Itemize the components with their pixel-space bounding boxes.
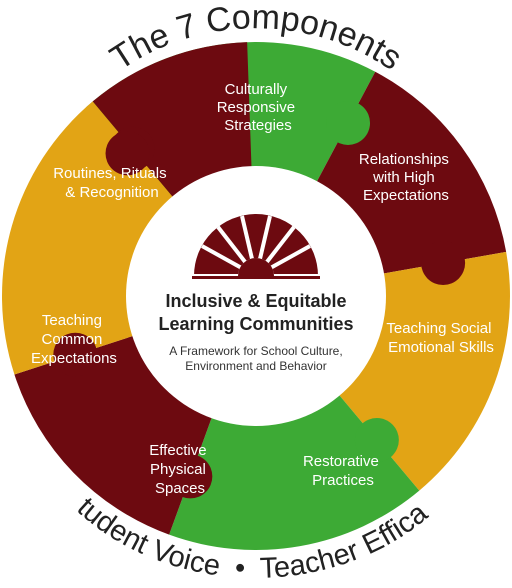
hub-subtitle-line2: Environment and Behavior — [185, 359, 326, 373]
hub-title-line2: Learning Communities — [158, 314, 353, 334]
label-teaching-social-emotional: Teaching Social Emotional Skills — [386, 320, 495, 356]
sunburst-logo-icon — [192, 214, 320, 294]
hub-subtitle-line1: A Framework for School Culture, — [169, 344, 342, 358]
puzzle-knob — [53, 332, 98, 377]
label-routines-rituals: Routines, Rituals & Recognition — [53, 165, 171, 201]
puzzle-knobs — [53, 100, 466, 499]
puzzle-knob — [354, 418, 399, 463]
segment-routines-rituals — [92, 42, 252, 198]
hub-circle — [126, 166, 386, 426]
puzzle-knob — [168, 454, 213, 499]
label-restorative-practices: Restorative Practices — [303, 453, 383, 489]
hub-title-line1: Inclusive & Equitable — [165, 291, 346, 311]
label-relationships: Relationships with High Expectations — [359, 151, 453, 204]
footer-separator: • — [234, 552, 246, 585]
label-culturally-responsive: Culturally Responsive Strategies — [217, 81, 300, 134]
puzzle-knob — [105, 131, 150, 176]
puzzle-knob — [326, 100, 371, 145]
label-effective-physical-spaces: Effective Physical Spaces — [149, 442, 210, 497]
puzzle-knob — [421, 241, 466, 286]
label-teaching-common-expectations: Teaching Common Expectations — [31, 312, 117, 367]
